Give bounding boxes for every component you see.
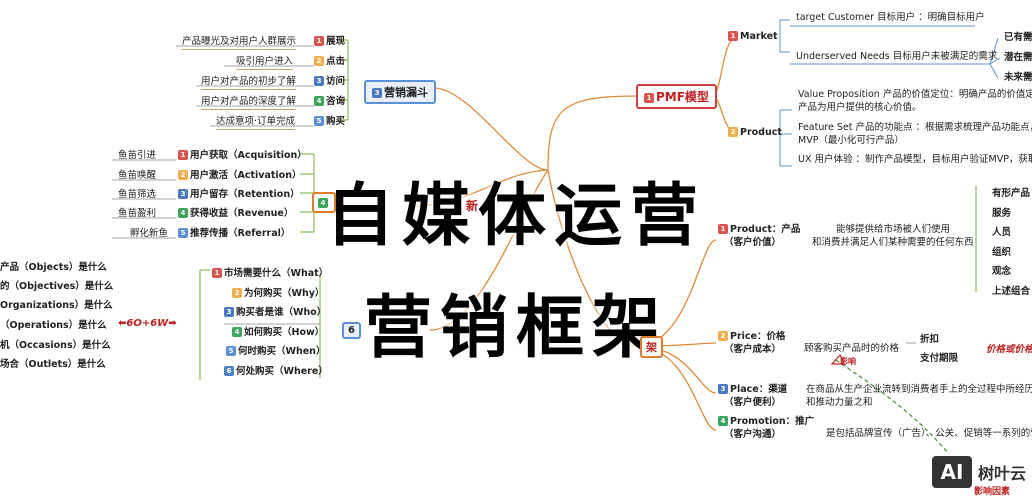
fourp-place-sub: （客户便利） [724, 397, 782, 408]
pmf-underserved-needs: Underserved Needs 目标用户未被满足的需求 [796, 51, 998, 62]
fourp-hub[interactable]: 架 [640, 336, 663, 358]
logo-name: 树叶云 [978, 464, 1027, 483]
ai-logo-icon: AI [932, 456, 972, 488]
six-o-objects: 产品（Objects）是什么 [0, 262, 107, 273]
fourp-place-desc: 在商品从生产企业流转到消费者手上的全过程中所经历的 [806, 384, 1032, 395]
six-o-organizations: Organizations）是什么 [0, 300, 113, 311]
funnel-hub-label: 营销漏斗 [384, 86, 428, 99]
pmf-need-existing: 已有需 [1004, 32, 1032, 43]
pmf-value-proposition-2: 产品为用户提供的核心价值。 [798, 102, 922, 113]
price-influence-tag: 影响 [840, 357, 856, 366]
six-o-hub[interactable]: 6 [342, 322, 361, 339]
product-type-combo: 上述组合 [992, 286, 1031, 297]
fourp-place-desc-2: 和推动力量之和 [806, 397, 873, 408]
pmf-need-latent: 潜在需 [1004, 52, 1032, 63]
fourp-promotion-sub: （客户沟通） [724, 429, 782, 440]
aarrr-desc-1: 鱼苗引进 [118, 150, 157, 161]
pmf-ux: UX 用户体验 ：制作产品模型，目标用户验证MVP，获取用 [798, 154, 1032, 165]
pmf-feature-set-2: MVP（最小化可行产品） [798, 135, 904, 146]
six-o-operations: （Operations）是什么 [0, 320, 107, 331]
product-type-tangible: 有形产品 [992, 188, 1031, 199]
price-discount: 折扣 [920, 334, 940, 345]
six-o-outlets: 场合（Outlets）是什么 [0, 359, 106, 370]
fourp-promotion-desc: 是包括品牌宣传（广告）、公关、促销等一系列的营 [826, 428, 1032, 439]
price-note: 价格或价格 [986, 344, 1032, 355]
funnel-desc-4: 用户对产品的深度了解 [201, 96, 297, 110]
brand-logo: AI 树叶云 影响因素 [928, 452, 1032, 500]
six-o-objectives: 的（Objectives）是什么 [0, 281, 114, 292]
logo-subtext: 影响因素 [974, 487, 1011, 497]
product-type-idea: 观念 [992, 266, 1012, 277]
root-node-fragment: 新 [466, 199, 479, 213]
pmf-target-customer: target Customer 目标用户 ：明确目标用户 [796, 12, 985, 23]
funnel-desc-5: 达成意项·订单完成 [216, 116, 296, 130]
pmf-value-proposition: Value Proposition 产品的价值定位：明确产品的价值定位 [798, 89, 1032, 100]
funnel-desc-2: 吸引用户进入 [236, 56, 294, 70]
fourp-product-sub: （客户价值） [724, 237, 782, 248]
overlay-title-line1: 自媒体运营 [325, 177, 706, 256]
funnel-hub-number: 3 [372, 88, 382, 98]
funnel-desc-1: 产品曝光及对用户人群展示 [182, 36, 297, 50]
overlay-title-line2: 营销框架 [363, 289, 668, 368]
funnel-desc-3: 用户对产品的初步了解 [201, 76, 297, 90]
pmf-feature-set: Feature Set 产品的功能点 ：根据需求梳理产品功能点，确 [798, 122, 1032, 133]
fourp-price-desc: 顾客购买产品时的价格 [804, 343, 900, 354]
aarrr-desc-2: 鱼苗唤醒 [118, 170, 157, 181]
pmf-need-future: 未来需 [1004, 72, 1032, 83]
six-o-occasions: 机（Occasions）是什么 [0, 340, 111, 351]
aarrr-hub[interactable]: 4 [312, 192, 336, 213]
product-type-service: 服务 [992, 208, 1012, 219]
product-type-people: 人员 [992, 227, 1012, 238]
six-o-arrow-label: ⬅6O+6W➡ [118, 318, 177, 329]
aarrr-desc-3: 鱼苗筛选 [118, 189, 157, 200]
aarrr-desc-5: 孵化新鱼 [130, 228, 169, 239]
price-payment-term: 支付期限 [920, 353, 959, 364]
aarrr-desc-4: 鱼苗盈利 [118, 208, 157, 219]
fourp-product-desc-2: 和消费并满足人们某种需要的任何东西 [812, 237, 974, 248]
fourp-product-desc: 能够提供给市场被人们使用 [836, 224, 951, 235]
fourp-price-sub: （客户成本） [724, 344, 782, 355]
product-type-organization: 组织 [992, 247, 1012, 258]
